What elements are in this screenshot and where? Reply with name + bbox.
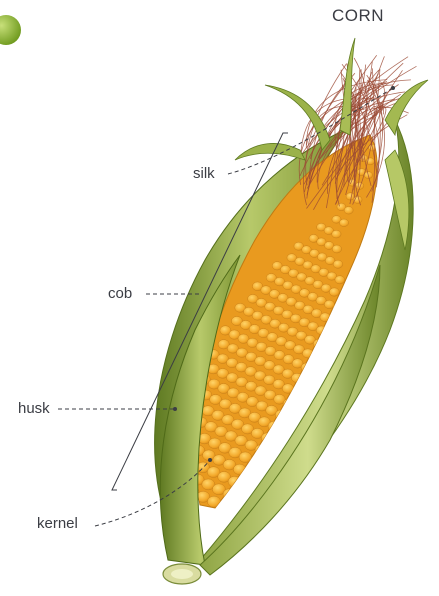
kernel xyxy=(293,403,305,413)
kernel xyxy=(249,457,262,468)
kernel-pointer-dot xyxy=(208,458,212,462)
kernel xyxy=(282,384,293,394)
kernel xyxy=(239,481,252,492)
kernel xyxy=(275,410,287,420)
kernel xyxy=(285,414,297,424)
kernel xyxy=(316,326,327,335)
stalk-end-core xyxy=(171,569,193,579)
kernel xyxy=(328,317,338,326)
silk-pointer-dot xyxy=(391,86,395,90)
kernel xyxy=(301,377,312,386)
kernel xyxy=(301,392,312,402)
kernel xyxy=(278,426,290,436)
kernel xyxy=(228,476,241,487)
kernel xyxy=(333,304,343,313)
kernel xyxy=(313,339,324,348)
kernel xyxy=(332,245,341,253)
kernel xyxy=(311,353,322,362)
diagram-title: CORN xyxy=(332,6,384,26)
kernel xyxy=(244,469,257,480)
label-cob: cob xyxy=(108,285,132,302)
green-dot-icon xyxy=(0,15,21,45)
kernel xyxy=(325,330,336,339)
kernel xyxy=(333,260,343,268)
kernel xyxy=(261,433,273,443)
kernel xyxy=(292,388,303,398)
kernel xyxy=(322,343,333,352)
kernel xyxy=(320,357,331,366)
kernel xyxy=(207,496,220,507)
label-husk: husk xyxy=(18,400,50,417)
kernel xyxy=(223,489,236,500)
kernel xyxy=(310,367,321,376)
kernel xyxy=(301,363,312,372)
kernel xyxy=(302,349,313,358)
kernel xyxy=(271,437,283,447)
kernel xyxy=(339,219,348,227)
label-silk: silk xyxy=(193,165,215,182)
kernel xyxy=(283,399,295,409)
kernel xyxy=(268,421,280,431)
kernel xyxy=(265,449,277,459)
husk-tip-leaf-1 xyxy=(265,85,330,150)
label-kernel: kernel xyxy=(37,515,78,532)
kernel xyxy=(344,207,353,215)
kernel xyxy=(329,288,339,296)
kernel xyxy=(332,230,341,238)
kernel xyxy=(335,276,345,284)
husk-pointer-dot xyxy=(173,407,177,411)
